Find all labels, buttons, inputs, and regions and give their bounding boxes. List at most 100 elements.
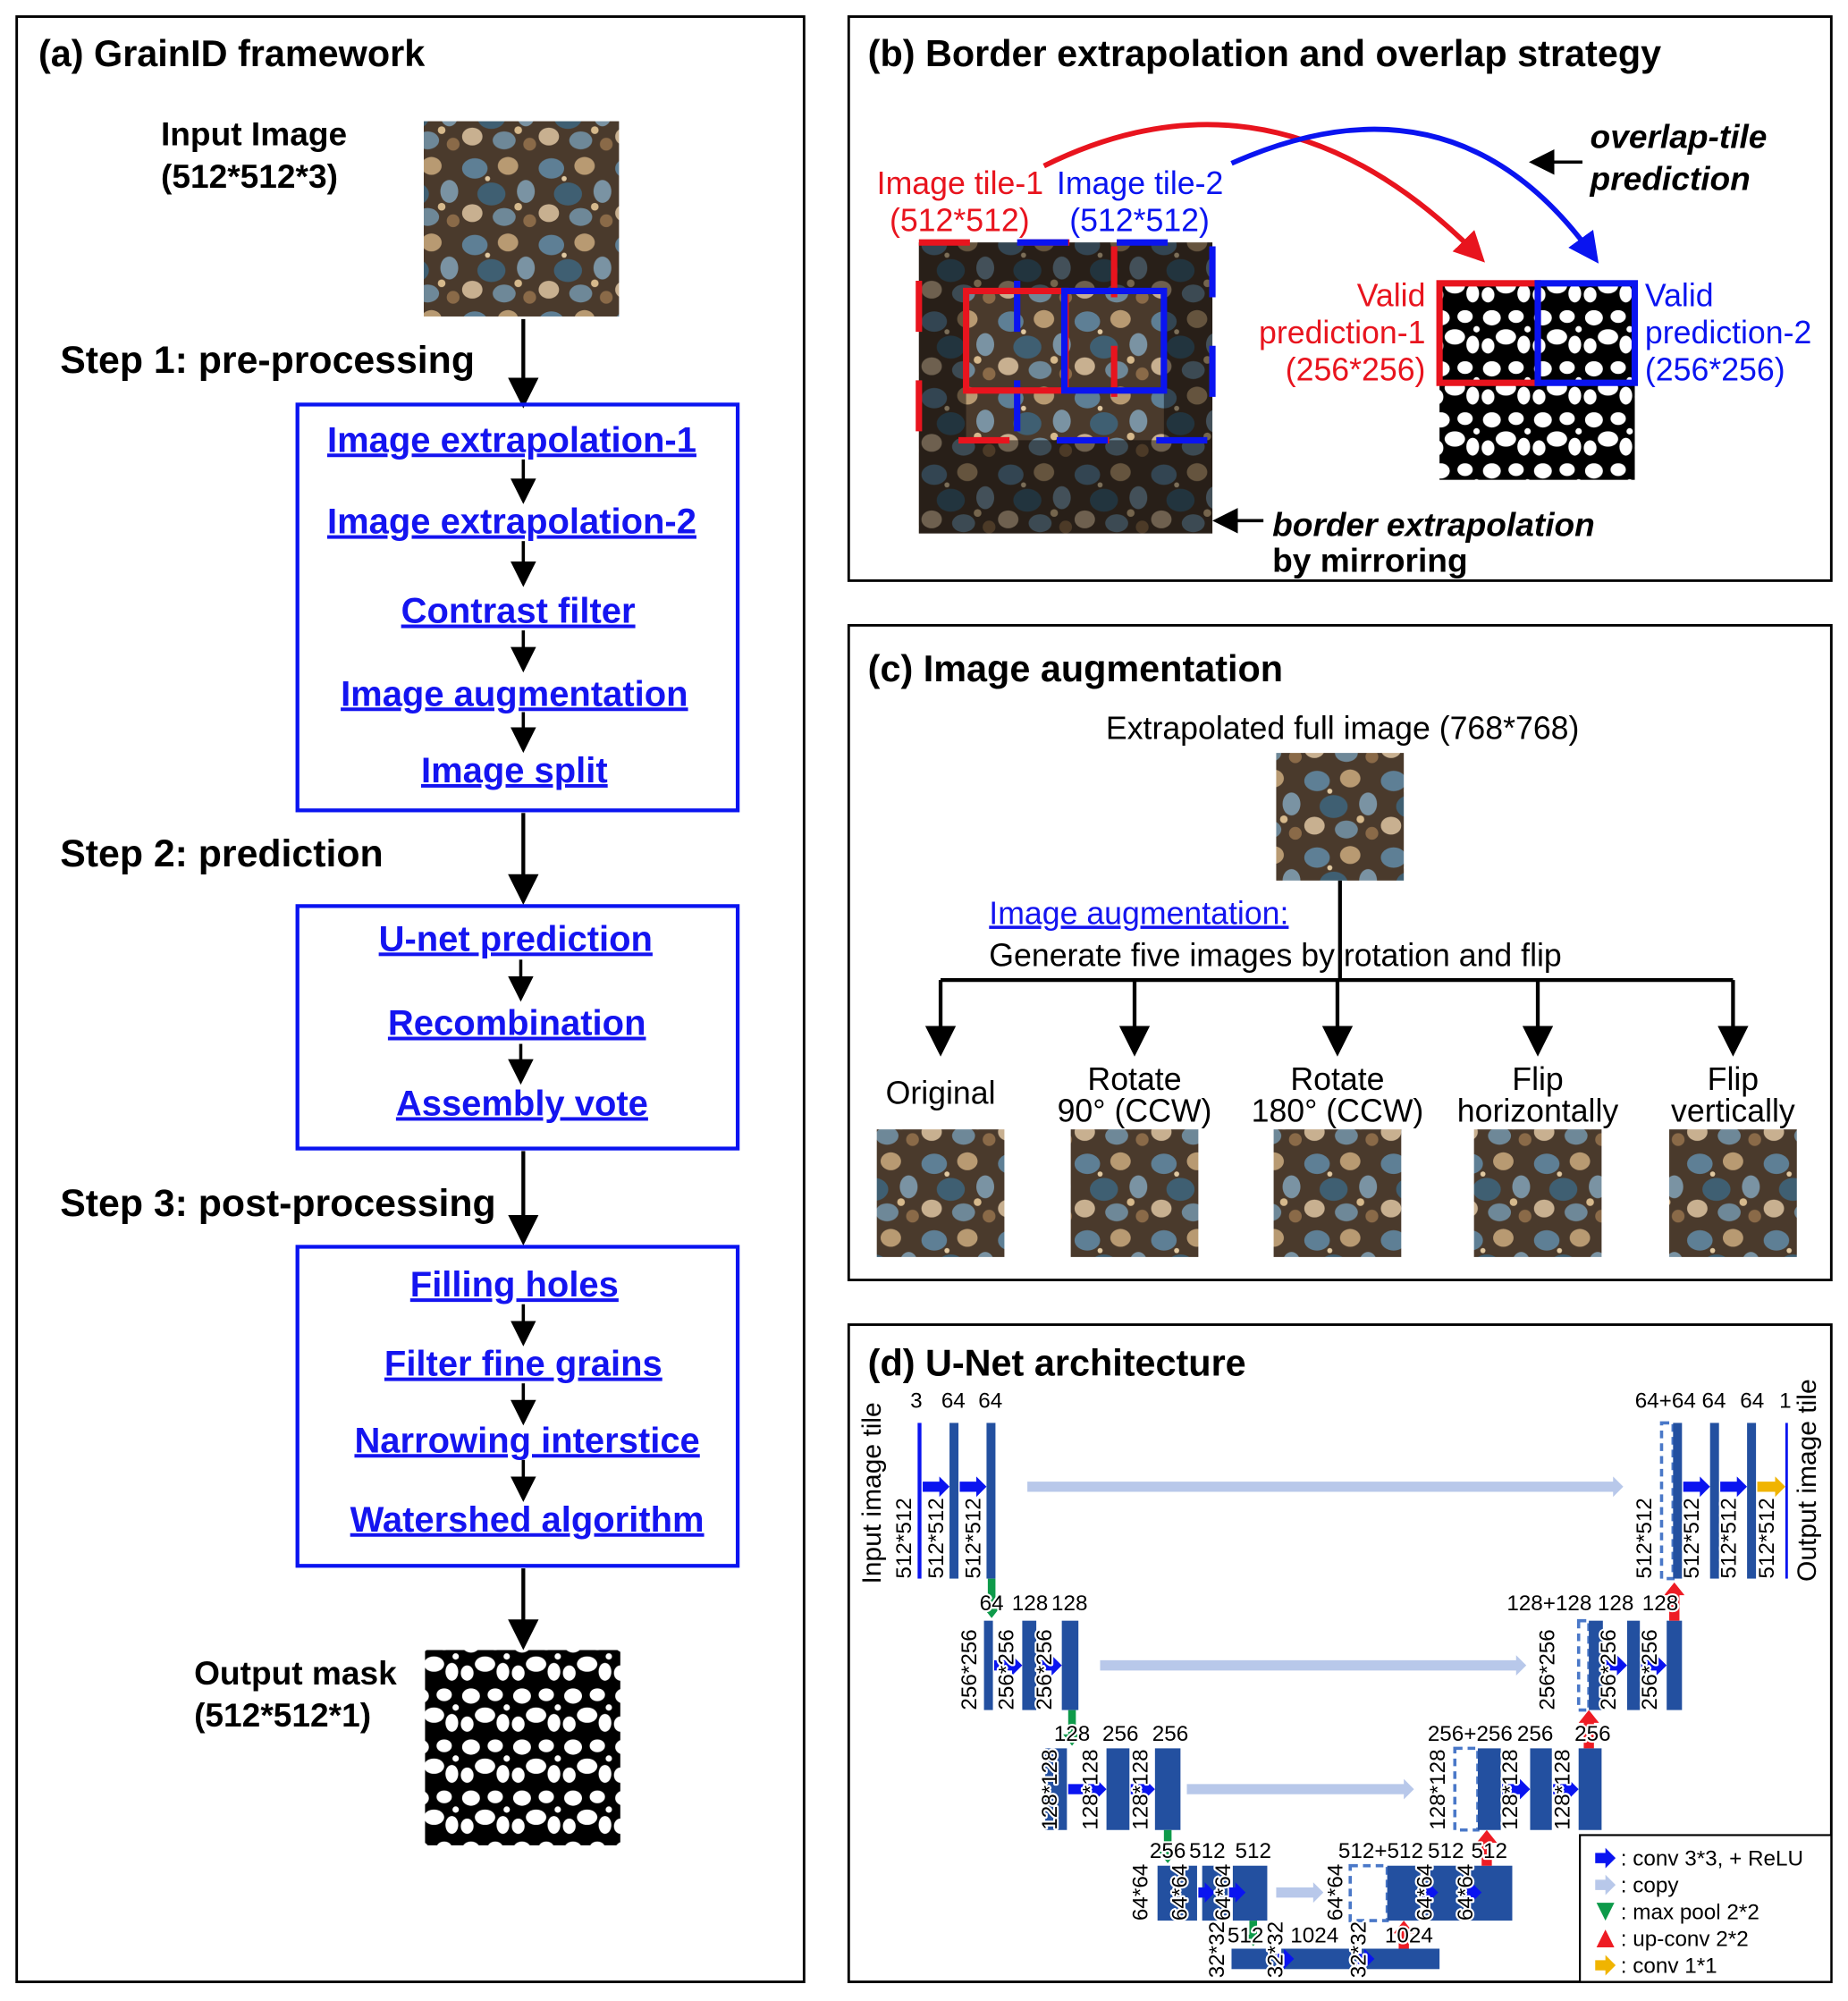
link-contrast-filter[interactable]: Contrast filter	[401, 592, 636, 631]
green-down-arrow-icon	[1596, 1903, 1615, 1921]
overlap-label-1: overlap-tile	[1591, 118, 1768, 156]
feature-map-bar	[1589, 1620, 1603, 1710]
channel-label: 64+64	[1635, 1389, 1696, 1413]
channel-label: 128+128	[1506, 1592, 1591, 1616]
channel-label: 1024	[1290, 1923, 1338, 1947]
link-watershed-algorithm[interactable]: Watershed algorithm	[350, 1500, 705, 1540]
input-image-tile-label: Input image tile	[857, 1402, 887, 1583]
link-image-augmentation-c[interactable]: Image augmentation:	[989, 895, 1288, 931]
link-assembly-vote[interactable]: Assembly vote	[396, 1084, 648, 1123]
copied-feature-map	[1453, 1746, 1480, 1832]
up-conv-arrow-icon	[1578, 1710, 1599, 1749]
step1-label: Step 1: pre-processing	[60, 339, 475, 382]
up-conv-arrow-icon	[1393, 1921, 1414, 1949]
augmented-image	[1070, 1129, 1199, 1257]
up-conv-arrow-icon	[1664, 1582, 1685, 1621]
panel-b-title: (b) Border extrapolation and overlap str…	[868, 33, 1661, 74]
blue-arrow-icon	[1595, 1847, 1616, 1869]
conv-arrow-icon	[1502, 1778, 1531, 1800]
conv-arrow-icon	[1198, 1882, 1215, 1904]
max-pool-arrow-icon	[1159, 1829, 1177, 1863]
conv-arrow-icon	[1683, 1476, 1710, 1498]
overlap-label-2: prediction	[1590, 160, 1751, 198]
size-label: 256*256	[1536, 1629, 1560, 1710]
feature-map-bar	[1709, 1423, 1719, 1579]
channel-label: 256	[1517, 1722, 1553, 1746]
feature-map-bar	[1626, 1620, 1641, 1710]
output-label-line2: horizontally	[1457, 1093, 1619, 1129]
copied-feature-map	[1659, 1421, 1675, 1581]
channel-label: 512	[1189, 1839, 1225, 1863]
size-label: 128*128	[1038, 1749, 1062, 1829]
channel-label: 256	[1102, 1722, 1138, 1746]
link-image-extrapolation-2[interactable]: Image extrapolation-2	[327, 502, 696, 542]
border-label-2: by mirroring	[1272, 541, 1467, 578]
feature-map-bar	[983, 1620, 993, 1710]
channel-label: 64	[1740, 1389, 1764, 1413]
link-narrowing-interstice[interactable]: Narrowing interstice	[354, 1421, 699, 1460]
channel-label: 512	[1428, 1839, 1464, 1863]
output-label-line2: Original	[886, 1076, 996, 1111]
conv-arrow-icon	[1604, 1655, 1627, 1676]
panel-d-title: (d) U-Net architecture	[868, 1343, 1246, 1384]
tile2-label: Image tile-2	[1057, 165, 1223, 201]
channel-label: 1024	[1385, 1923, 1433, 1947]
conv-arrow-icon	[1641, 1655, 1667, 1676]
channel-label: 1	[1779, 1389, 1792, 1413]
augmented-image	[1669, 1129, 1797, 1257]
size-label: 512*512	[1633, 1498, 1657, 1578]
feature-map-bar	[1281, 1948, 1357, 1970]
tile2-size: (512*512)	[1069, 202, 1210, 238]
tile1-size: (512*512)	[890, 202, 1030, 238]
link-recombination[interactable]: Recombination	[388, 1004, 646, 1043]
step3-box	[295, 1245, 740, 1568]
feature-map-bar	[1387, 1865, 1421, 1921]
conv-arrow-icon	[1553, 1778, 1579, 1800]
feature-map-bar	[1231, 1948, 1277, 1970]
link-unet-prediction[interactable]: U-net prediction	[379, 919, 653, 958]
valid1-label: Valid	[1357, 278, 1426, 314]
feature-map-bar	[1157, 1865, 1197, 1921]
unet-diagram	[917, 1421, 1788, 1970]
copied-feature-map	[1348, 1863, 1389, 1922]
output-mask-label: Output mask	[194, 1654, 397, 1692]
copy-arrow-icon	[1027, 1476, 1624, 1498]
channel-label: 256	[1152, 1722, 1188, 1746]
channel-label: 512	[1472, 1839, 1507, 1863]
output-label-line1: Rotate	[1087, 1061, 1181, 1097]
link-image-extrapolation-1[interactable]: Image extrapolation-1	[327, 420, 696, 460]
yellow-arrow-icon	[1595, 1955, 1616, 1976]
output-image-tile-label: Output image tile	[1793, 1379, 1822, 1582]
conv-arrow-icon	[1130, 1778, 1155, 1800]
channel-label: 128	[1598, 1592, 1633, 1616]
output-mask-size: (512*512*1)	[194, 1696, 371, 1734]
conv-arrow-icon	[923, 1476, 950, 1498]
panel-d: (d) U-Net architecture Input image tile …	[847, 1323, 1833, 1984]
feature-map-bar	[1578, 1748, 1602, 1830]
input-image-label: Input Image	[161, 115, 347, 153]
channel-label: 128	[1642, 1592, 1678, 1616]
link-image-split[interactable]: Image split	[421, 751, 608, 790]
step2-box	[295, 904, 740, 1151]
link-image-augmentation[interactable]: Image augmentation	[341, 674, 688, 713]
size-label: 256*256	[994, 1629, 1018, 1710]
feature-map-bar	[1061, 1620, 1079, 1710]
legend-label: : up-conv 2*2	[1621, 1928, 1749, 1952]
size-label: 512*512	[1717, 1498, 1741, 1578]
augmentation-description: Generate five images by rotation and fli…	[989, 937, 1561, 973]
tile2-curve-arrow	[1230, 126, 1599, 264]
link-filling-holes[interactable]: Filling holes	[410, 1265, 619, 1304]
size-label: 32*32	[1205, 1921, 1229, 1978]
feature-map-bar	[917, 1423, 922, 1579]
tile1-label: Image tile-1	[877, 165, 1043, 201]
valid2-label: Valid	[1645, 278, 1714, 314]
feature-map-bar	[1673, 1423, 1683, 1579]
conv-arrow-icon	[1277, 1948, 1295, 1970]
size-label: 256*256	[958, 1629, 982, 1710]
size-label: 512*512	[961, 1498, 985, 1578]
channel-label: 64	[980, 1592, 1004, 1616]
light-blue-arrow-icon	[1595, 1874, 1616, 1895]
link-filter-fine-grains[interactable]: Filter fine grains	[384, 1345, 662, 1384]
size-label: 32*32	[1264, 1921, 1288, 1978]
